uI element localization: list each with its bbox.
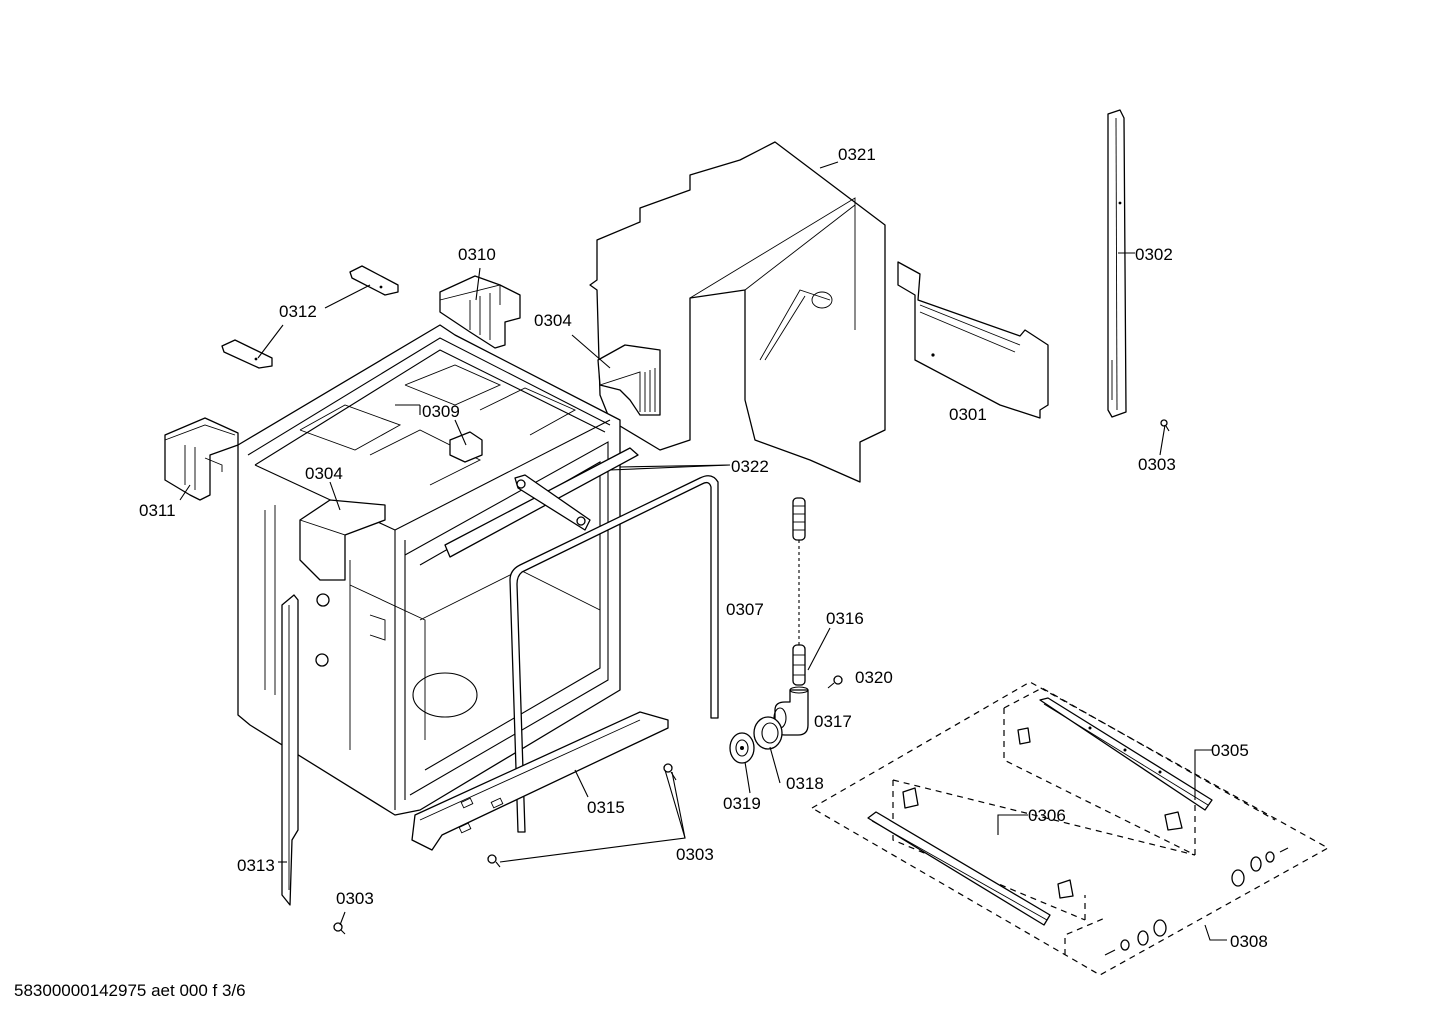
- part-0303-screw-right: [1160, 419, 1170, 432]
- callout-0322: 0322: [731, 457, 769, 476]
- part-tub: [237, 324, 621, 816]
- callout-0305: 0305: [1211, 741, 1249, 760]
- part-0319-disc: [729, 732, 755, 764]
- callout-0302: 0302: [1135, 245, 1173, 264]
- callout-0308: 0308: [1230, 932, 1268, 951]
- part-0301-panel: [897, 261, 1049, 419]
- callout-0303-middle: 0303: [676, 845, 714, 864]
- part-0302-vertical-strip: [1107, 109, 1127, 418]
- part-0304-bracket-upper: [597, 344, 661, 416]
- part-0313-strip: [281, 594, 299, 906]
- callout-0319: 0319: [723, 794, 761, 813]
- part-0303-screw-lower: [487, 854, 501, 868]
- part-0307-gasket: [509, 475, 719, 833]
- leader-lines: [179, 161, 1227, 941]
- callout-0320: 0320: [855, 668, 893, 687]
- callout-0317: 0317: [814, 712, 852, 731]
- part-rails-kit: [811, 681, 1330, 976]
- callout-0311: 0311: [139, 501, 176, 520]
- part-0320-screw: [827, 675, 843, 689]
- part-0310-block: [439, 275, 521, 349]
- callout-labels: 0321 0310 0312 0304 0302 0301 0309 0303 …: [139, 145, 1268, 951]
- part-0322-rail: [444, 447, 639, 558]
- document-code: 58300000142975 aet 000 f 3/6: [14, 981, 246, 1000]
- callout-0304-upper: 0304: [534, 311, 572, 330]
- callout-0303-right: 0303: [1138, 455, 1176, 474]
- callout-0306: 0306: [1028, 806, 1066, 825]
- callout-0303-left: 0303: [336, 889, 374, 908]
- part-0318-ring: [753, 716, 783, 750]
- callout-0318: 0318: [786, 774, 824, 793]
- callout-0312: 0312: [279, 302, 317, 321]
- callout-0313: 0313: [237, 856, 275, 875]
- part-0311-bracket: [164, 417, 239, 501]
- part-0316-hose: [792, 497, 806, 686]
- callout-0315: 0315: [587, 798, 625, 817]
- callout-0304-lower: 0304: [305, 464, 343, 483]
- part-0303-screw-left: [333, 922, 346, 935]
- callout-0316: 0316: [826, 609, 864, 628]
- callout-0310: 0310: [458, 245, 496, 264]
- callout-0301: 0301: [949, 405, 987, 424]
- callout-0309: 0309: [422, 402, 460, 421]
- callout-0307: 0307: [726, 600, 764, 619]
- part-0315-plate: [411, 711, 669, 851]
- callout-0321: 0321: [838, 145, 876, 164]
- part-0321-rear-cover: [589, 141, 886, 483]
- part-0312-clips: [221, 265, 399, 369]
